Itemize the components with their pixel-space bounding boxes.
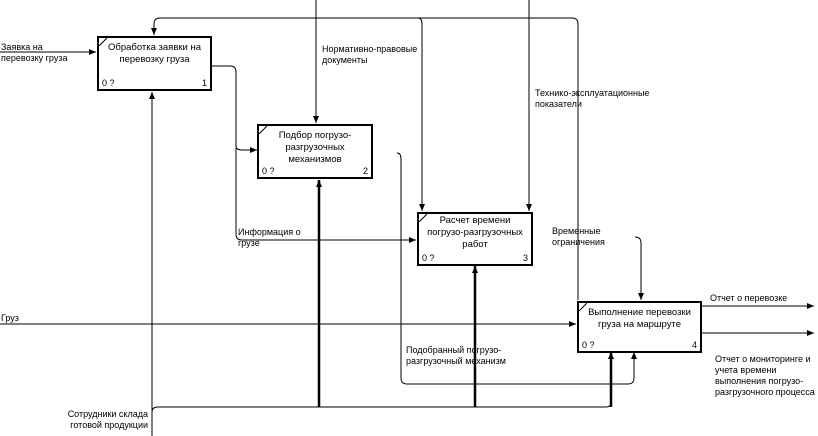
- arrow-staff-branch: [151, 352, 614, 413]
- block-title: Расчет времени погрузо-разгрузочных рабо…: [427, 215, 523, 250]
- activity-block-2[interactable]: Подбор погрузо-разгрузочных механизмов 0…: [257, 124, 373, 179]
- activity-block-1[interactable]: Обработка заявки на перевозку груза 0 ? …: [97, 36, 212, 91]
- label-cargo: Груз: [1, 313, 19, 323]
- block-cost: 0 ?: [582, 340, 595, 350]
- corner-mark-icon: [259, 126, 267, 134]
- corner-mark-icon: [99, 38, 107, 46]
- block-title: Обработка заявки на перевозку груза: [107, 42, 201, 65]
- block-title: Выполнение перевозки груза на маршруте: [588, 307, 691, 330]
- block-cost: 0 ?: [102, 78, 115, 88]
- arrow-cargo-info: [235, 148, 416, 243]
- block-cost: 0 ?: [262, 166, 275, 176]
- block-number: 3: [522, 253, 528, 263]
- arrow-normative-branch: [316, 17, 425, 211]
- label-transport-report: Отчет о перевозке: [710, 293, 788, 303]
- label-cargo-info: Информация о грузе: [238, 227, 301, 248]
- block-cost: 0 ?: [422, 253, 435, 263]
- activity-block-4[interactable]: Выполнение перевозки груза на маршруте 0…: [577, 301, 702, 353]
- block-number: 1: [201, 78, 207, 88]
- label-request: Заявка на перевозку груза: [1, 42, 68, 63]
- block-number: 4: [691, 340, 697, 350]
- block-number: 2: [362, 166, 368, 176]
- block-title: Подбор погрузо-разгрузочных механизмов: [278, 130, 352, 165]
- label-selected-mechanism: Подобранный погрузо-разгрузочный механиз…: [406, 345, 506, 366]
- label-normative: Нормативно-правовые документы: [322, 44, 418, 65]
- label-time-limits: Временные ограничения: [552, 226, 605, 247]
- label-technical: Технико-эксплуатационные показатели: [535, 88, 650, 109]
- label-staff: Сотрудники склада готовой продукции: [67, 409, 148, 430]
- corner-mark-icon: [579, 303, 587, 311]
- arrow-selected-mechanism: [396, 152, 637, 385]
- corner-mark-icon: [419, 214, 427, 222]
- label-monitoring-report: Отчет о мониторинге и учета времени выпо…: [715, 354, 815, 397]
- activity-block-3[interactable]: Расчет времени погрузо-разгрузочных рабо…: [417, 212, 533, 266]
- arrow-1-to-2: [211, 65, 257, 153]
- arrow-time-limits: [634, 236, 644, 300]
